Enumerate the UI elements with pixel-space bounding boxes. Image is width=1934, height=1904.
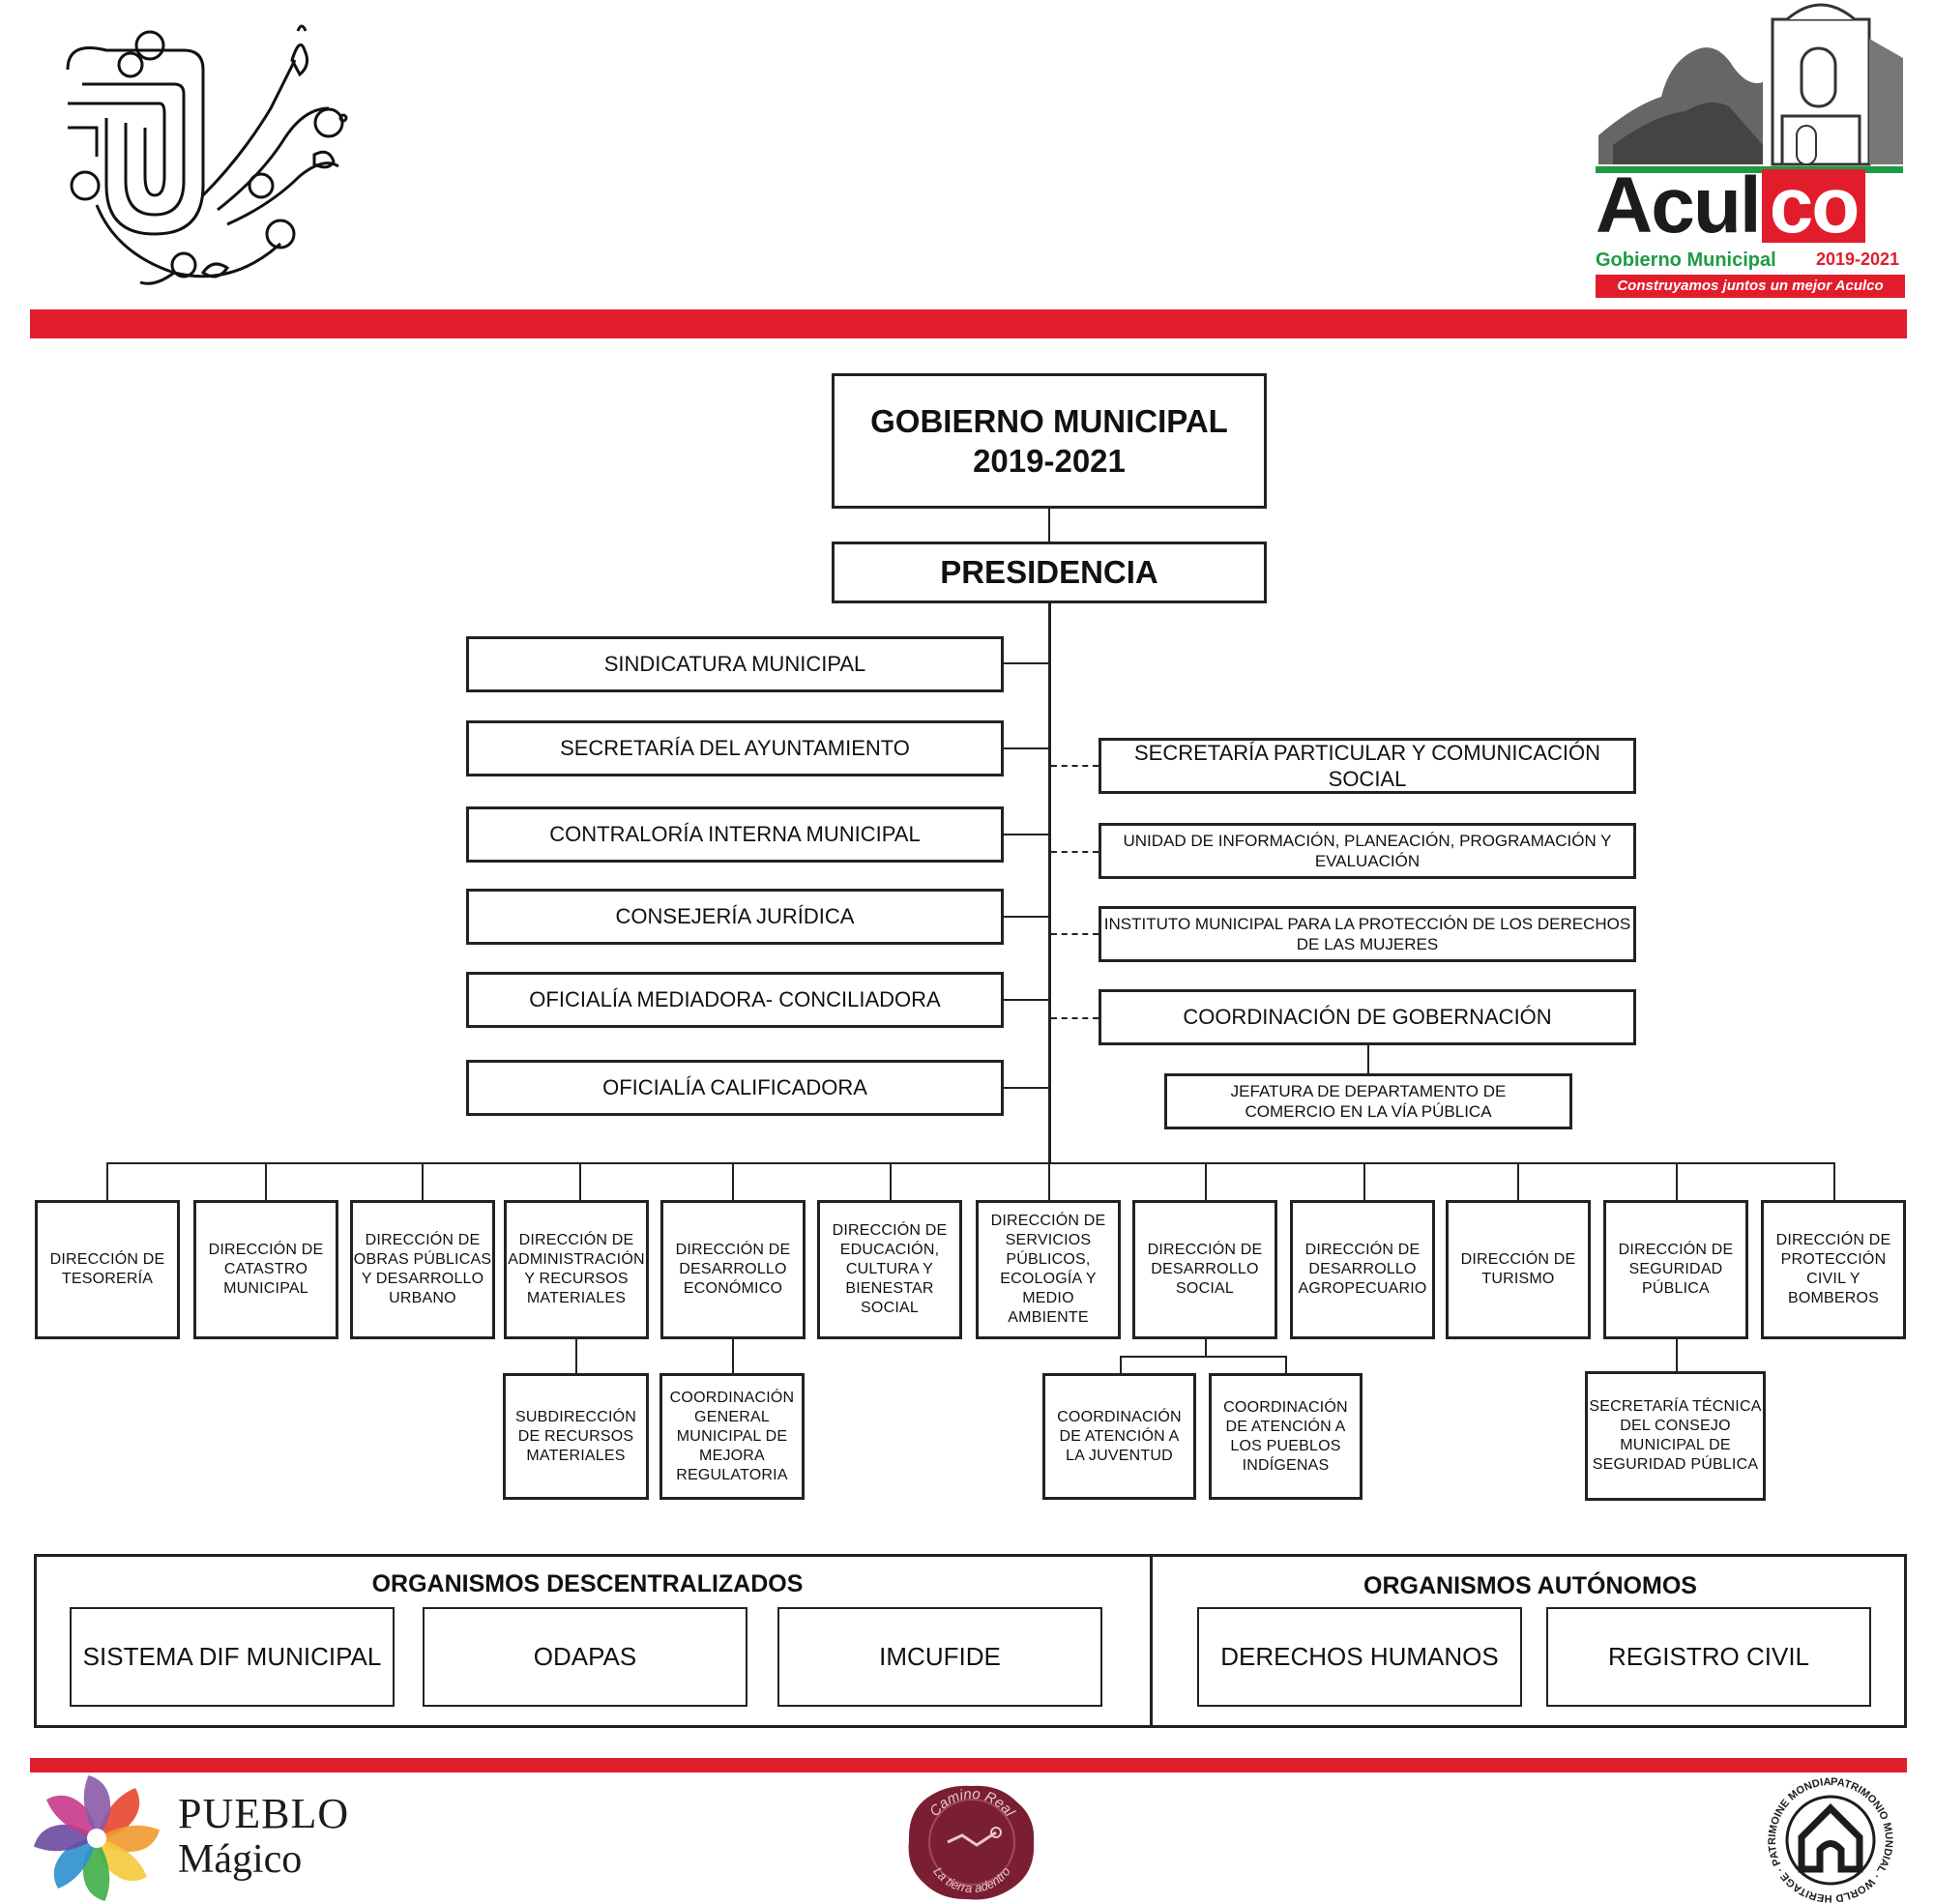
right-unit-box: INSTITUTO MUNICIPAL PARA LA PROTECCIÓN D… [1099, 906, 1636, 962]
connector [890, 1162, 892, 1201]
connector [575, 1338, 577, 1373]
sub-unit-box: COORDINACIÓN DE ATENCIÓN A LA JUVENTUD [1042, 1373, 1196, 1500]
pinwheel-petal [97, 1838, 147, 1882]
connector [1120, 1356, 1122, 1373]
organismo-autonomo-box: REGISTRO CIVIL [1546, 1607, 1871, 1707]
brand-slogan: Construyamos juntos un mejor Aculco [1596, 275, 1905, 298]
camino-real-wax-seal-logo: Camino Real La tierra adentro [908, 1785, 1035, 1900]
organismo-descentralizado-box: ODAPAS [423, 1607, 747, 1707]
direccion-box: DIRECCIÓN DE OBRAS PÚBLICAS Y DESARROLLO… [350, 1200, 495, 1339]
state-emblem-logo [66, 24, 348, 285]
connector [1367, 1045, 1369, 1074]
sub-unit-box: COORDINACIÓN GENERAL MUNICIPAL DE MEJORA… [659, 1373, 805, 1500]
connector [1003, 1087, 1050, 1089]
organismo-descentralizado-box: SISTEMA DIF MUNICIPAL [70, 1607, 395, 1707]
organismos-divider [1150, 1554, 1153, 1728]
connector [1048, 1162, 1050, 1201]
dashed-connector [1051, 765, 1099, 767]
connector [732, 1338, 734, 1373]
church-landscape-illustration [1598, 3, 1903, 166]
organismos-frame [34, 1554, 1907, 1728]
connector [1003, 747, 1050, 749]
descentralizados-title: ORGANISMOS DESCENTRALIZADOS [371, 1570, 804, 1597]
connector [1676, 1338, 1678, 1371]
connector [106, 1162, 1834, 1164]
connector [106, 1162, 108, 1201]
connector [1048, 508, 1050, 542]
connector [1003, 662, 1050, 664]
pueblo-magico-text: PUEBLO Mágico [178, 1790, 350, 1882]
pinwheel-petal [83, 1775, 111, 1838]
connector [1205, 1162, 1207, 1201]
connector [1517, 1162, 1519, 1201]
connector [1363, 1162, 1365, 1201]
connector [1833, 1162, 1835, 1201]
sub-unit-box: SUBDIRECCIÓN DE RECURSOS MATERIALES [503, 1373, 649, 1500]
connector [1205, 1338, 1207, 1356]
direccion-box: DIRECCIÓN DE DESARROLLO AGROPECUARIO [1290, 1200, 1435, 1339]
header-red-bar [30, 309, 1907, 338]
brand-sub: Gobierno Municipal [1596, 249, 1776, 271]
direccion-box: DIRECCIÓN DE DESARROLLO ECONÓMICO [660, 1200, 806, 1339]
organismo-descentralizado-box: IMCUFIDE [777, 1607, 1102, 1707]
jefatura-box: JEFATURA DE DEPARTAMENTO DE COMERCIO EN … [1164, 1073, 1572, 1129]
direccion-box: DIRECCIÓN DE ADMINISTRACIÓN Y RECURSOS M… [504, 1200, 649, 1339]
presidencia-box: PRESIDENCIA [832, 542, 1267, 603]
connector [1048, 601, 1051, 1164]
connector [1285, 1356, 1287, 1373]
right-unit-box: SECRETARÍA PARTICULAR Y COMUNICACIÓN SOC… [1099, 738, 1636, 794]
dashed-connector [1051, 933, 1099, 935]
connector [1003, 999, 1050, 1001]
left-unit-box: OFICIALÍA CALIFICADORA [466, 1060, 1004, 1116]
connector [1003, 916, 1050, 918]
direccion-box: DIRECCIÓN DE TESORERÍA [35, 1200, 180, 1339]
pueblo-magico-pinwheel-logo [33, 1775, 161, 1901]
left-unit-box: SECRETARÍA DEL AYUNTAMIENTO [466, 720, 1004, 776]
direccion-box: DIRECCIÓN DE TURISMO [1446, 1200, 1591, 1339]
connector [1003, 834, 1050, 835]
direccion-box: DIRECCIÓN DE CATASTRO MUNICIPAL [193, 1200, 338, 1339]
brand-years: 2019-2021 [1816, 249, 1900, 269]
connector [422, 1162, 424, 1201]
dashed-connector [1051, 1017, 1099, 1019]
connector [579, 1162, 581, 1201]
direccion-box: DIRECCIÓN DE PROTECCIÓN CIVIL Y BOMBEROS [1761, 1200, 1906, 1339]
right-unit-box: UNIDAD DE INFORMACIÓN, PLANEACIÓN, PROGR… [1099, 823, 1636, 879]
left-unit-box: CONSEJERÍA JURÍDICA [466, 889, 1004, 945]
sub-unit-box: COORDINACIÓN DE ATENCIÓN A LOS PUEBLOS I… [1209, 1373, 1363, 1500]
world-heritage-emblem: PATRIMONIO MUNDIAL · WORLD HERITAGE · PA… [1758, 1777, 1894, 1903]
connector [1676, 1162, 1678, 1201]
direccion-box: DIRECCIÓN DE EDUCACIÓN, CULTURA Y BIENES… [817, 1200, 962, 1339]
footer-red-bar [30, 1758, 1907, 1772]
brand-name-part2: co [1761, 166, 1866, 246]
organismo-autonomo-box: DERECHOS HUMANOS [1197, 1607, 1522, 1707]
pinwheel-petal [53, 1838, 97, 1889]
pinwheel-petal [97, 1788, 140, 1838]
sub-unit-box: SECRETARÍA TÉCNICA DEL CONSEJO MUNICIPAL… [1585, 1371, 1766, 1501]
gobierno-municipal-box: GOBIERNO MUNICIPAL 2019-2021 [832, 373, 1267, 509]
brand-name-part1: Acul [1596, 161, 1762, 249]
direccion-box: DIRECCIÓN DE DESARROLLO SOCIAL [1132, 1200, 1277, 1339]
connector [265, 1162, 267, 1201]
left-unit-box: CONTRALORÍA INTERNA MUNICIPAL [466, 806, 1004, 863]
pueblo-magico-line2: Mágico [178, 1837, 303, 1882]
pueblo-magico-line1: PUEBLO [178, 1790, 350, 1837]
autonomos-title: ORGANISMOS AUTÓNOMOS [1363, 1572, 1697, 1599]
direccion-box: DIRECCIÓN DE SERVICIOS PÚBLICOS, ECOLOGÍ… [976, 1200, 1121, 1339]
left-unit-box: SINDICATURA MUNICIPAL [466, 636, 1004, 692]
direccion-box: DIRECCIÓN DE SEGURIDAD PÚBLICA [1603, 1200, 1748, 1339]
logo-green-stripe [1596, 166, 1903, 173]
right-unit-box: COORDINACIÓN DE GOBERNACIÓN [1099, 989, 1636, 1045]
left-unit-box: OFICIALÍA MEDIADORA- CONCILIADORA [466, 972, 1004, 1028]
pinwheel-center [87, 1829, 106, 1848]
connector [1120, 1356, 1287, 1358]
dashed-connector [1051, 851, 1099, 853]
pinwheel-petal [46, 1795, 97, 1838]
connector [732, 1162, 734, 1201]
